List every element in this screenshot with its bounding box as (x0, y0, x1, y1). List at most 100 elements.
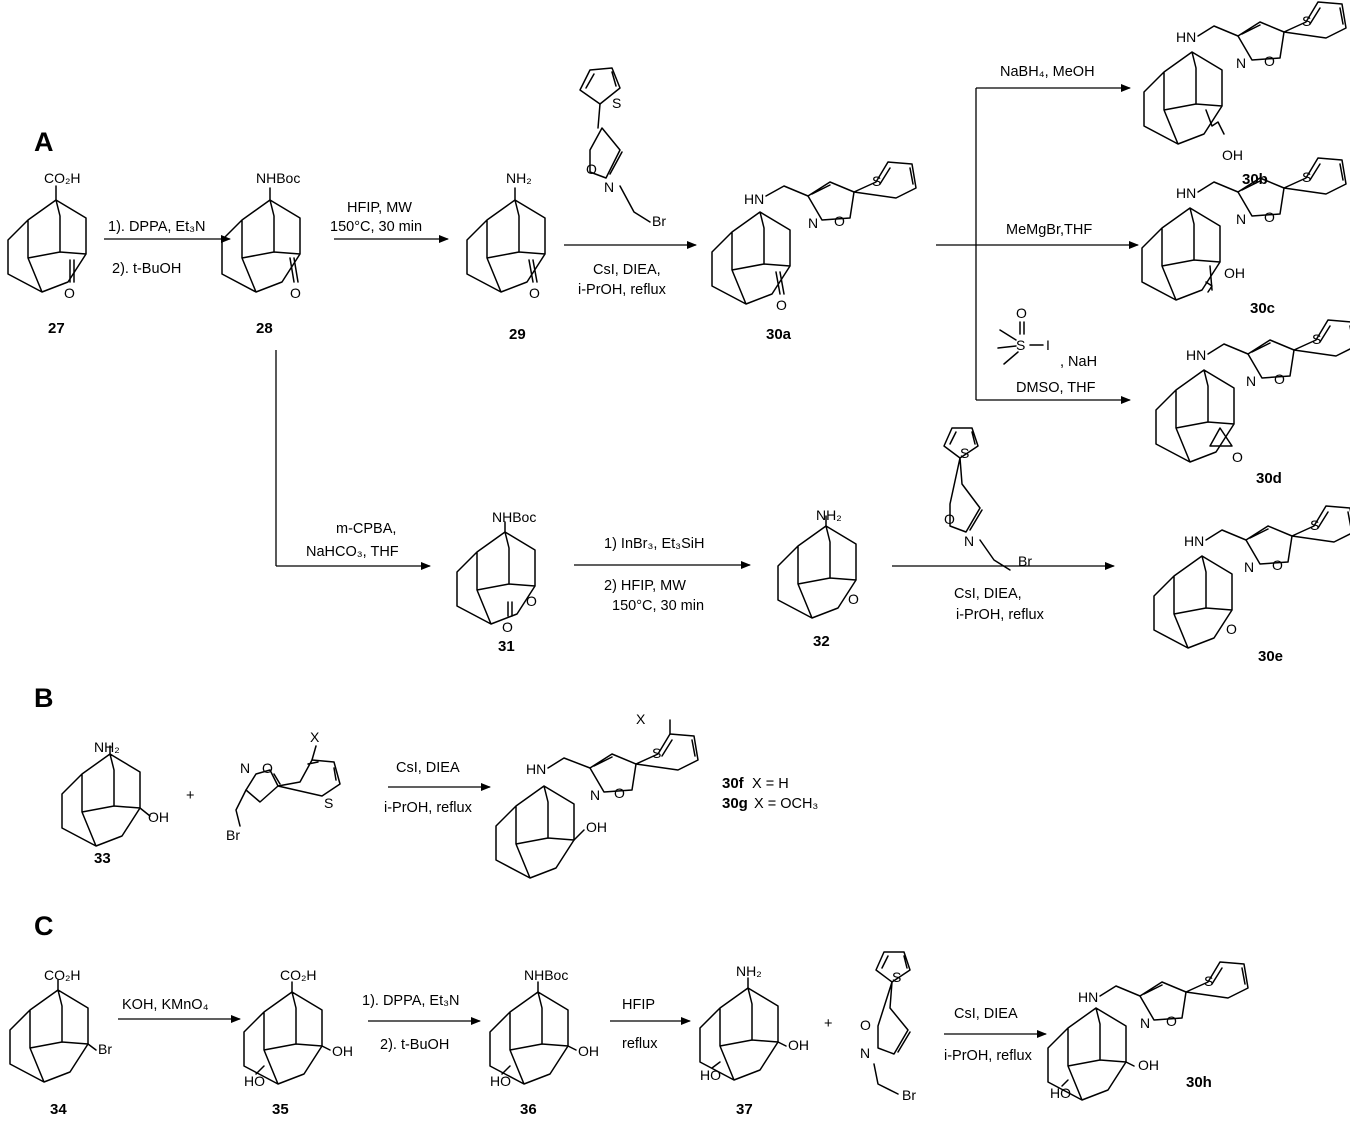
atom-label: NH₂ (94, 739, 120, 755)
atom-label: OH (332, 1043, 353, 1059)
atom-label: OH (788, 1037, 809, 1053)
atom-label: N (240, 760, 250, 776)
reagent-label: HFIP, MW (347, 200, 412, 216)
atom-label: NH₂ (506, 170, 532, 186)
atom-label: Br (226, 827, 240, 843)
atom-label: HN (526, 761, 546, 777)
atom-label: NHBoc (524, 967, 568, 983)
atom-label: N (604, 179, 614, 195)
atom-label: N (1236, 211, 1246, 227)
atom-label: N (808, 215, 818, 231)
legend-30g-id: 30g (722, 795, 748, 812)
reagent-label: CsI, DIEA, (954, 586, 1022, 602)
reagent-label: HFIP (622, 997, 655, 1013)
reagent-label: 1). DPPA, Et₃N (108, 219, 206, 235)
atom-label: S (324, 795, 333, 811)
structure-32: NH₂ O (777, 507, 859, 619)
atom-label: HO (490, 1073, 511, 1089)
atom-label: S (1302, 13, 1311, 29)
reagent-label: 2) HFIP, MW (604, 578, 686, 594)
atom-label: OH (148, 809, 169, 825)
atom-label: S (892, 969, 901, 985)
reagent-bromomethyl-isoxazole: S O N Br (943, 427, 1032, 571)
atom-label: O (834, 213, 845, 229)
atom-label: S (652, 745, 661, 761)
compound-32-label: 32 (813, 633, 830, 650)
atom-label: NH₂ (816, 507, 842, 523)
reagent-label: 150°C, 30 min (330, 219, 422, 235)
structure-33: NH₂ OH (61, 739, 169, 847)
compound-28-label: 28 (256, 320, 273, 337)
atom-label: HN (744, 191, 764, 207)
structure-28: NHBoc O (221, 170, 301, 301)
structure-30a: HN N O S O (711, 161, 917, 313)
compound-36-label: 36 (520, 1101, 537, 1118)
compound-30c-label: 30c (1250, 300, 1275, 317)
section-a-label: A (34, 127, 54, 157)
atom-label: O (502, 619, 513, 635)
structure-31: NHBoc O O (456, 509, 537, 635)
atom-label: N (1246, 373, 1256, 389)
structure-27: CO₂H O (7, 170, 87, 301)
compound-37-label: 37 (736, 1101, 753, 1118)
reagent-label: CsI, DIEA (954, 1006, 1018, 1022)
reagent-3-bromomethyl-isoxazole: N O Br S X (226, 729, 341, 843)
atom-label: X (310, 729, 320, 745)
structure-30e: HN N O S O (1153, 505, 1350, 649)
atom-label: HN (1176, 185, 1196, 201)
compound-30b-label: 30b (1242, 171, 1268, 188)
atom-label: OH (1138, 1057, 1159, 1073)
compound-35-label: 35 (272, 1101, 289, 1118)
structure-30f-30g: HN N O S X OH (495, 711, 699, 879)
atom-label: HN (1176, 29, 1196, 45)
compound-30a-label: 30a (766, 326, 792, 343)
reagent-label: DMSO, THF (1016, 380, 1096, 396)
atom-label: O (526, 593, 537, 609)
substituent-legend: 30f X = H 30g X = OCH₃ (722, 775, 818, 812)
atom-label: O (290, 285, 301, 301)
atom-label: O (1226, 621, 1237, 637)
atom-label: NHBoc (256, 170, 300, 186)
structure-30b: HN N O S OH (1143, 1, 1347, 163)
atom-label: CO₂H (280, 967, 317, 983)
reagent-bromomethyl-isoxazole: S O N Br (860, 951, 916, 1103)
compound-29-label: 29 (509, 326, 526, 343)
reagent-label: 2). t-BuOH (112, 261, 181, 277)
atom-label: HN (1186, 347, 1206, 363)
atom-label: CO₂H (44, 170, 81, 186)
atom-label: S (960, 445, 969, 461)
atom-label: O (1264, 53, 1275, 69)
atom-label: N (860, 1045, 870, 1061)
atom-label: OH (578, 1043, 599, 1059)
atom-label: HN (1184, 533, 1204, 549)
atom-label: X (636, 711, 646, 727)
atom-label: S (1302, 169, 1311, 185)
atom-label: O (1272, 557, 1283, 573)
plus-sign: + (824, 1016, 832, 1032)
compound-30d-label: 30d (1256, 470, 1282, 487)
atom-label: NH₂ (736, 963, 762, 979)
structure-37: NH₂ OH HO (699, 963, 809, 1083)
reagent-label: i-PrOH, reflux (956, 607, 1045, 623)
reagent-label: i-PrOH, reflux (578, 282, 667, 298)
atom-label: Br (98, 1041, 112, 1057)
reagent-label: 2). t-BuOH (380, 1037, 449, 1053)
atom-label: HO (244, 1073, 265, 1089)
reagent-label: 1). DPPA, Et₃N (362, 993, 460, 1009)
atom-label: O (1274, 371, 1285, 387)
compound-27-label: 27 (48, 320, 65, 337)
atom-label: S (872, 173, 881, 189)
atom-label: NHBoc (492, 509, 536, 525)
atom-label: O (1264, 209, 1275, 225)
compound-30e-label: 30e (1258, 648, 1283, 665)
structure-30c: HN N O S OH (1141, 157, 1347, 301)
plus-sign: + (186, 788, 194, 804)
atom-label: N (964, 533, 974, 549)
reagent-label: CsI, DIEA (396, 760, 460, 776)
atom-label: HO (1050, 1085, 1071, 1101)
atom-label: OH (586, 819, 607, 835)
reagent-label: MeMgBr,THF (1006, 222, 1092, 238)
atom-label: S (1016, 337, 1025, 353)
atom-label: O (1232, 449, 1243, 465)
structure-36: NHBoc OH HO (489, 967, 599, 1089)
